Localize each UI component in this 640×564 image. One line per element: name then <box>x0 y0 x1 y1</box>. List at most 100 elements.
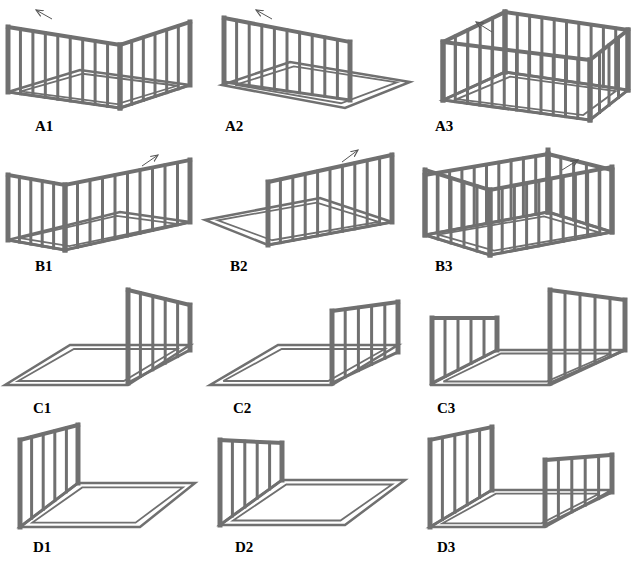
railing-bar <box>444 318 447 376</box>
railing-bar <box>466 432 469 505</box>
railing-bar <box>65 428 68 492</box>
railing-bar <box>243 441 246 507</box>
floor-outline <box>8 212 190 250</box>
railing-bar <box>291 177 294 241</box>
railing-bar <box>483 318 486 357</box>
railing-bar <box>130 41 133 104</box>
railing-bar <box>383 304 386 358</box>
floor-outline <box>205 198 392 245</box>
railing-bar <box>576 59 579 119</box>
railing-post <box>266 182 271 245</box>
railing-bar <box>94 41 97 104</box>
railing-bar <box>69 37 72 101</box>
direction-arrow <box>142 155 158 166</box>
railing-post <box>6 27 11 92</box>
bottom-rail <box>20 483 78 527</box>
top-rail <box>490 167 612 190</box>
floor-outline <box>425 212 612 255</box>
bottom-rail <box>332 352 398 383</box>
railing-bar <box>602 26 605 86</box>
railing-post <box>348 42 353 100</box>
top-rail <box>120 22 190 45</box>
railing-bar <box>608 45 611 105</box>
railing-bar <box>525 183 528 248</box>
railing-bar <box>515 51 518 110</box>
railing-bar <box>450 178 453 243</box>
top-rail <box>443 42 590 60</box>
top-rail <box>550 290 625 300</box>
railing-bar <box>316 171 319 236</box>
railing-post <box>623 300 628 350</box>
top-rail <box>545 455 612 460</box>
railing-bar <box>527 53 530 112</box>
railing-bar <box>142 37 145 100</box>
railing-bar <box>501 188 504 253</box>
direction-arrow <box>256 10 272 19</box>
railing-bar <box>562 176 565 241</box>
figure-label: B2 <box>230 258 248 275</box>
railing-bar <box>478 47 481 106</box>
top-rail <box>443 12 505 42</box>
bottom-rail <box>548 212 612 232</box>
railing-post <box>390 155 395 222</box>
railing-post <box>488 190 493 255</box>
railing-bar <box>594 296 597 363</box>
railing-bar <box>81 39 84 103</box>
floor-inner-line <box>223 349 385 381</box>
figure-label: A3 <box>435 118 453 135</box>
railing-bar <box>534 156 537 214</box>
top-rail <box>425 170 490 190</box>
top-rail <box>430 427 492 440</box>
railing-post <box>118 45 123 108</box>
railing-post <box>76 425 81 483</box>
railing-bar <box>268 442 271 489</box>
railing-bar <box>101 178 104 242</box>
railing-bar <box>106 43 109 106</box>
railing-bar <box>298 32 301 92</box>
railing-post <box>428 440 433 527</box>
railing-bar <box>510 160 513 219</box>
railing-bar <box>473 167 476 226</box>
railing-bar <box>497 162 500 221</box>
railing-post <box>63 185 68 250</box>
railing-bar <box>344 309 347 377</box>
railing-bar <box>89 180 92 244</box>
floor-outline <box>8 70 190 108</box>
railing-bar <box>164 165 167 228</box>
railing-bar <box>30 437 33 518</box>
railing-bar <box>370 306 373 365</box>
railing-bar <box>18 177 21 242</box>
railing-bar <box>552 56 555 116</box>
railing-bar <box>52 183 55 248</box>
floor-outline <box>5 345 190 385</box>
floor-outline <box>220 480 405 525</box>
direction-arrow <box>342 150 358 162</box>
railing-post <box>423 170 428 235</box>
figure-label: D3 <box>437 539 455 556</box>
top-rail <box>224 18 350 42</box>
railing-bar <box>579 294 582 370</box>
bottom-rail <box>128 350 190 383</box>
railing-bar <box>44 33 47 97</box>
railing-bar <box>557 459 560 518</box>
railing-bar <box>574 174 577 239</box>
floor-inner-line <box>235 66 397 103</box>
railing-bar <box>491 48 494 107</box>
top-rail <box>20 425 78 440</box>
railing-post <box>495 318 500 350</box>
railing-post <box>588 60 593 120</box>
railing-bar <box>164 299 167 363</box>
railing-bar <box>437 174 440 239</box>
bottom-rail <box>8 92 120 108</box>
railing-post <box>18 440 23 527</box>
railing-group <box>5 10 628 527</box>
railing-bar <box>336 40 339 99</box>
railing-bar <box>53 431 56 501</box>
railing-bar <box>609 298 612 357</box>
railing-bar <box>139 293 142 376</box>
railing-bar <box>597 456 600 499</box>
figure-label: C3 <box>437 400 455 417</box>
railing-post <box>126 290 131 383</box>
railing-bar <box>513 185 516 250</box>
